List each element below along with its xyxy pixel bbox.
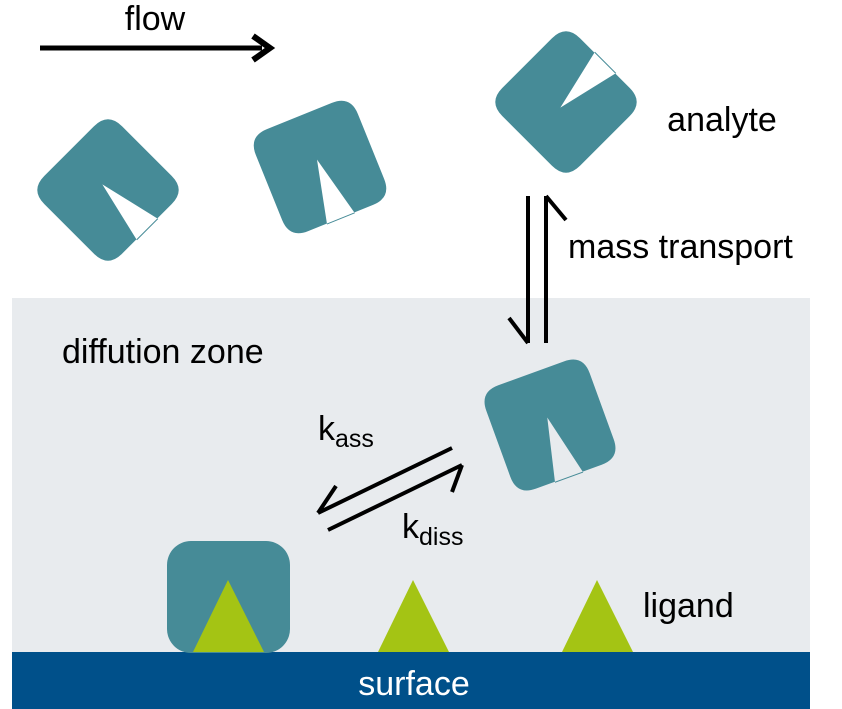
analyte-molecule-2 [248, 95, 392, 240]
flow-label: flow [125, 0, 186, 38]
ligand-triangle-1 [193, 580, 264, 652]
ligand-label: ligand [643, 587, 734, 625]
analyte-molecule-1 [30, 112, 187, 269]
ligand-triangle-2 [378, 580, 449, 652]
ligand-triangle-3 [562, 580, 633, 652]
diffusion-zone-label: diffution zone [62, 333, 264, 371]
flow-arrow-icon [40, 33, 276, 63]
surface-strip [12, 652, 810, 709]
mass-transport-label: mass transport [568, 228, 793, 266]
mass-transport-arrows-icon [507, 194, 568, 345]
k-diss-label: kdiss [402, 508, 463, 551]
k-ass-label: kass [318, 410, 374, 453]
surface-label: surface [358, 665, 470, 703]
analyte-molecule-3 [488, 23, 645, 180]
analyte-label: analyte [667, 101, 777, 139]
binding-equilibrium-arrows-icon [316, 446, 464, 532]
